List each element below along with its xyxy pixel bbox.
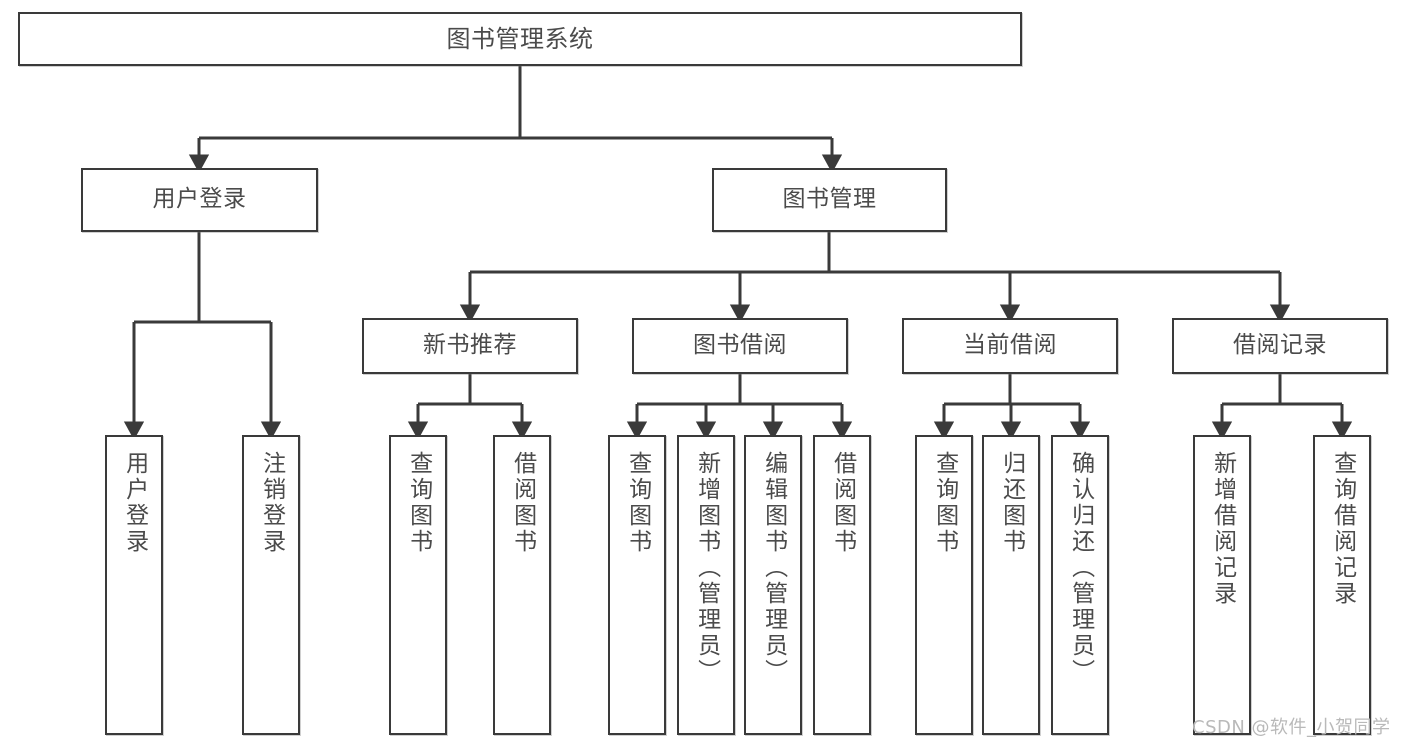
leaf-query-book-current[interactable]: 查询图书 xyxy=(915,435,973,735)
leaf-user-login[interactable]: 用户登录 xyxy=(105,435,163,735)
leaf-logout[interactable]: 注销登录 xyxy=(242,435,300,735)
node-label: 查询图书 xyxy=(624,451,651,555)
watermark: CSDN @软件_小贺同学 xyxy=(1192,717,1391,738)
node-label: 归还图书 xyxy=(998,451,1025,555)
node-label: 查询图书 xyxy=(931,451,958,555)
node-label: 注销登录 xyxy=(258,451,285,555)
node-label: 查询图书 xyxy=(405,451,432,555)
leaf-confirm-return-admin[interactable]: 确认归还（管理员） xyxy=(1051,435,1109,735)
node-label: 新增图书（管理员） xyxy=(693,451,720,685)
node-current-borrow[interactable]: 当前借阅 xyxy=(902,318,1118,374)
node-label: 用户登录 xyxy=(152,186,247,213)
node-new-book-recommend[interactable]: 新书推荐 xyxy=(362,318,578,374)
node-label: 查询借阅记录 xyxy=(1329,451,1356,607)
node-label: 新增借阅记录 xyxy=(1209,451,1236,607)
node-label: 用户登录 xyxy=(121,451,148,555)
leaf-borrow-book[interactable]: 借阅图书 xyxy=(813,435,871,735)
node-label: 借阅图书 xyxy=(509,451,536,555)
leaf-query-borrow-record[interactable]: 查询借阅记录 xyxy=(1313,435,1371,735)
leaf-add-book-admin[interactable]: 新增图书（管理员） xyxy=(677,435,735,735)
node-label: 新书推荐 xyxy=(423,332,517,359)
node-book-management[interactable]: 图书管理 xyxy=(712,168,947,232)
node-borrow-records[interactable]: 借阅记录 xyxy=(1172,318,1388,374)
node-label: 确认归还（管理员） xyxy=(1067,451,1094,685)
node-label: 借阅记录 xyxy=(1233,332,1327,359)
node-label: 图书管理系统 xyxy=(446,24,594,53)
node-label: 编辑图书（管理员） xyxy=(760,451,787,685)
node-root-system[interactable]: 图书管理系统 xyxy=(18,12,1022,66)
node-label: 借阅图书 xyxy=(829,451,856,555)
node-label: 图书管理 xyxy=(782,186,877,213)
leaf-add-borrow-record[interactable]: 新增借阅记录 xyxy=(1193,435,1251,735)
node-label: 图书借阅 xyxy=(693,332,787,359)
node-user-login[interactable]: 用户登录 xyxy=(81,168,318,232)
node-label: 当前借阅 xyxy=(963,332,1057,359)
leaf-query-book-borrow[interactable]: 查询图书 xyxy=(608,435,666,735)
node-book-borrow[interactable]: 图书借阅 xyxy=(632,318,848,374)
leaf-query-book-recommend[interactable]: 查询图书 xyxy=(389,435,447,735)
leaf-return-book[interactable]: 归还图书 xyxy=(982,435,1040,735)
leaf-borrow-book-recommend[interactable]: 借阅图书 xyxy=(493,435,551,735)
leaf-edit-book-admin[interactable]: 编辑图书（管理员） xyxy=(744,435,802,735)
